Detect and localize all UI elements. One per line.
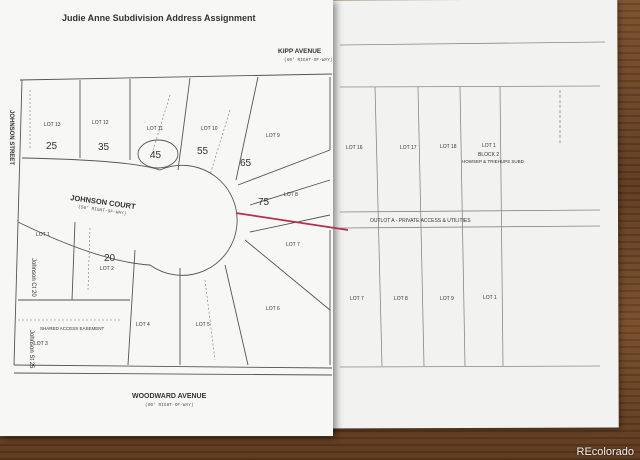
- right-lot-9: LOT 9: [440, 296, 454, 302]
- lot-13-label: LOT 13: [44, 122, 61, 128]
- subdivision-plat-sheet: [0, 0, 333, 436]
- johnson-st-25-note: Johnson St 25: [28, 330, 34, 369]
- address-35: 35: [98, 142, 110, 153]
- johnson-street-label: JOHNSON STREET: [8, 110, 14, 165]
- lot-7-label: LOT 7: [286, 242, 300, 248]
- right-sheet-linework: [339, 41, 606, 368]
- kipp-avenue-label: KIPP AVENUE: [278, 48, 322, 55]
- kipp-avenue-row: (60' RIGHT-OF-WAY): [284, 57, 333, 63]
- address-25: 25: [46, 141, 58, 152]
- address-55: 55: [197, 146, 209, 157]
- right-lot-18: LOT 18: [440, 144, 457, 150]
- left-sheet-linework: [13, 73, 333, 376]
- lot-12-label: LOT 12: [92, 120, 109, 126]
- address-75: 75: [258, 197, 270, 208]
- lot-9-label: LOT 9: [266, 133, 280, 139]
- right-lot-16: LOT 16: [346, 145, 363, 151]
- right-block-note: HOWSEP & TRIEHUPS SUBD: [462, 159, 525, 164]
- lot-8-label: LOT 8: [284, 192, 298, 198]
- right-block-label: BLOCK 2: [478, 152, 499, 158]
- lot-10-label: LOT 10: [201, 126, 218, 132]
- right-lot-17: LOT 17: [400, 145, 417, 151]
- woodward-avenue-row: (60' RIGHT-OF-WAY): [145, 402, 194, 408]
- outlot-easement: OUTLOT A - PRIVATE ACCESS & UTILITIES: [370, 218, 471, 224]
- woodward-avenue-label: WOODWARD AVENUE: [132, 393, 207, 400]
- lot-2-label: LOT 2: [100, 266, 114, 272]
- lot-1-label: LOT 1: [36, 232, 50, 238]
- cul-de-sac-island: [137, 139, 179, 169]
- johnson-ct-20-note: Johnson Ct 20: [30, 258, 36, 297]
- lot-4-label: LOT 4: [136, 322, 150, 328]
- address-45: 45: [150, 150, 162, 161]
- plat-title: Judie Anne Subdivision Address Assignmen…: [62, 13, 256, 23]
- shared-access-note: SHARED ACCESS EASEMENT: [40, 326, 105, 331]
- address-numbers: 25 35 45 55 65 75 20: [46, 141, 270, 264]
- address-20: 20: [104, 253, 116, 264]
- lot-5-label: LOT 5: [196, 322, 210, 328]
- right-lot-7: LOT 7: [350, 296, 364, 302]
- right-lot-1b: LOT 1: [483, 295, 497, 301]
- lot-6-label: LOT 6: [266, 306, 280, 312]
- right-lot-8: LOT 8: [394, 296, 408, 302]
- lot-3-label: LOT 3: [34, 341, 48, 347]
- address-65: 65: [240, 158, 252, 169]
- lot-11-label: LOT 11: [147, 126, 163, 132]
- right-lot-1: LOT 1: [482, 143, 496, 149]
- private-access-line: [235, 212, 349, 231]
- recolorado-watermark: REcolorado: [576, 446, 634, 458]
